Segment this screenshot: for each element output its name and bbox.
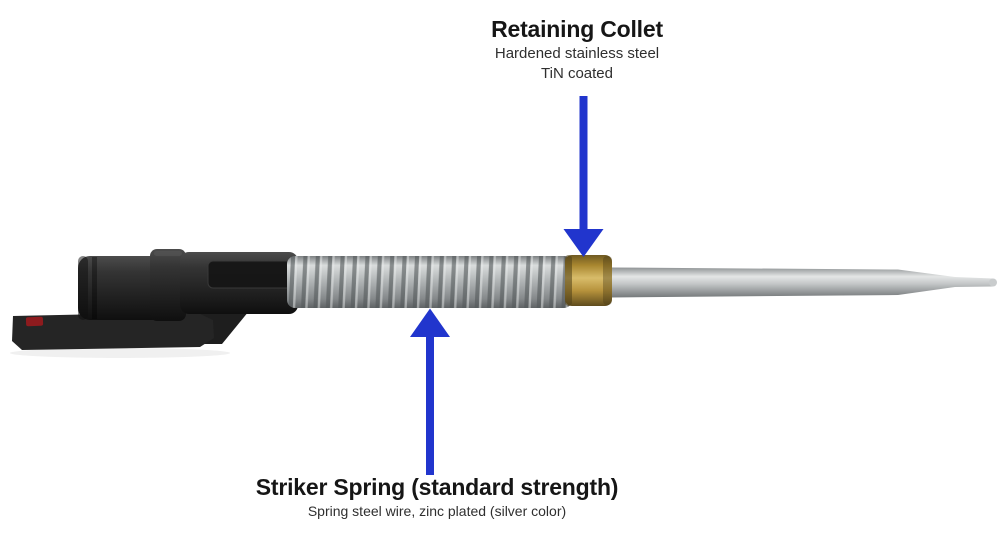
firing-pin-shaft (610, 267, 993, 298)
body-rear-endcap (78, 256, 88, 320)
body-collar-highlight (154, 251, 182, 256)
red-witness-mark (25, 316, 44, 327)
callout-retaining-collet: Retaining Collet Hardened stainless stee… (491, 16, 663, 84)
arrow-up-icon (410, 308, 450, 475)
collet-left-edge (565, 255, 572, 306)
callout-striker-spring: Striker Spring (standard strength) Sprin… (256, 474, 619, 520)
arrow-down-icon (563, 96, 604, 257)
retaining-collet (565, 255, 612, 306)
striker-foot (12, 312, 214, 350)
striker-spring-subtitle: Spring steel wire, zinc plated (silver c… (307, 502, 567, 519)
retaining-collet-title: Retaining Collet (491, 16, 663, 42)
firing-pin-tip (989, 278, 997, 287)
striker-spring (287, 256, 572, 308)
firing-pin (610, 267, 997, 298)
body-rear-cylinder (78, 256, 166, 320)
striker-spring-title: Striker Spring (standard strength) (255, 474, 619, 500)
ground-shadow (10, 348, 230, 358)
retaining-collet-subtitle-1: Hardened stainless steel (494, 44, 660, 62)
body-milled-panel (207, 260, 293, 289)
retaining-collet-subtitle-2: TiN coated (541, 64, 613, 82)
spring-coils (287, 256, 572, 308)
body-collar (150, 249, 186, 321)
body-groove (92, 257, 97, 319)
striker-body (12, 249, 298, 350)
collet-right-edge (603, 256, 612, 305)
collet-body (565, 255, 612, 306)
